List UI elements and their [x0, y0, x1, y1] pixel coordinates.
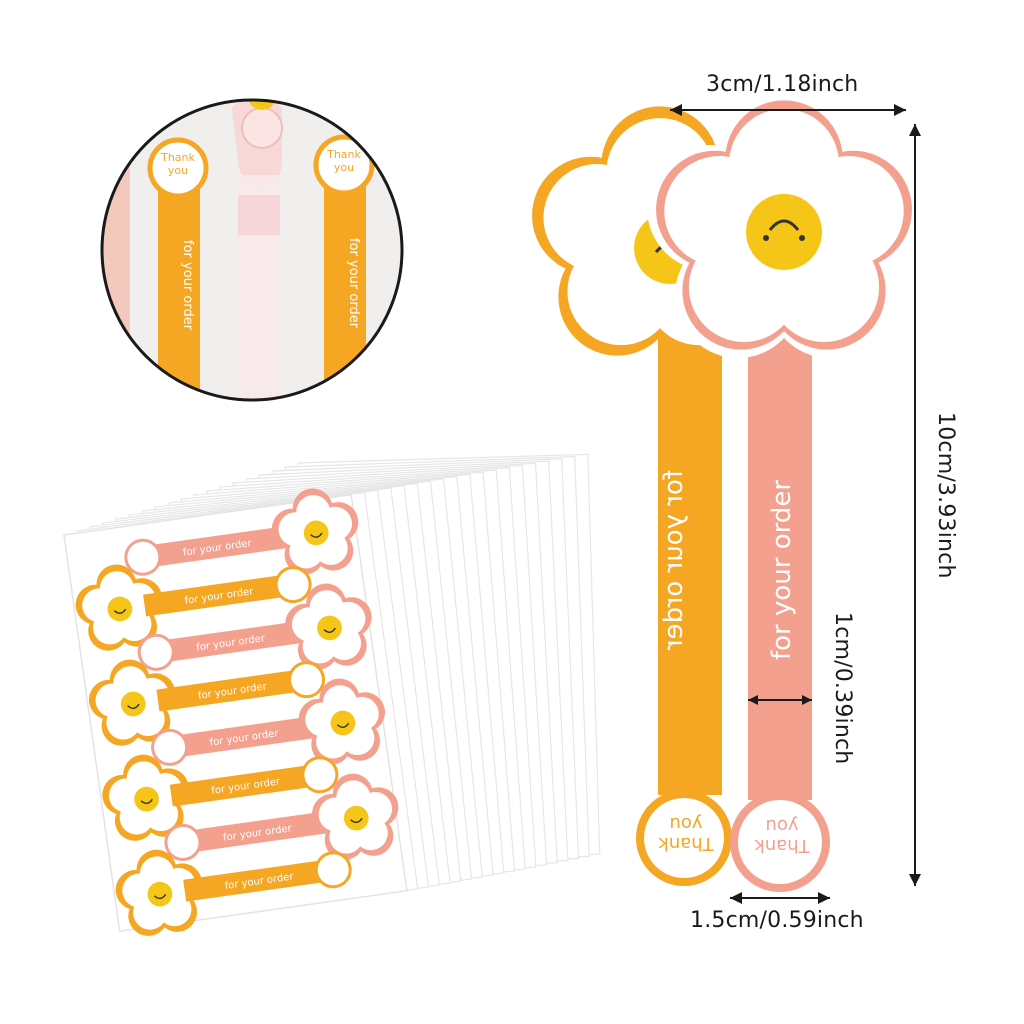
- pink-you-text: you: [765, 815, 798, 836]
- mini-strip: for your order: [143, 566, 312, 617]
- yellow-you-text: you: [669, 813, 702, 834]
- circle-diameter-label: 1.5cm/0.59inch: [690, 908, 864, 933]
- pink-sticker: Thank you for your order: [646, 91, 922, 892]
- closeup-left-thank: Thank: [160, 151, 195, 164]
- closeup-right-message: for your order: [346, 238, 361, 329]
- mini-strip: for your order: [169, 756, 339, 807]
- mini-flower: [266, 482, 365, 579]
- mini-strip: for your order: [164, 810, 334, 861]
- pink-smile-face: [746, 194, 822, 270]
- mini-strip: for your order: [137, 620, 307, 671]
- dimension-arrows: [670, 104, 921, 904]
- mini-flower: [307, 767, 405, 864]
- height-label: 10cm/3.93inch: [933, 412, 958, 579]
- closeup-left-message: for your order: [180, 240, 195, 331]
- pink-thank-text: Thank: [754, 835, 811, 856]
- closeup-strip-left: [147, 137, 209, 400]
- closeup-photo: Thank you Thank you for your order for y…: [100, 98, 404, 402]
- pink-message: for your order: [767, 480, 797, 660]
- mini-flower: [280, 577, 379, 674]
- mini-flower: [97, 748, 196, 845]
- large-stickers: Thank you for your order Thank you for y…: [532, 91, 922, 892]
- width-label: 3cm/1.18inch: [706, 72, 859, 97]
- mini-flower: [293, 672, 392, 769]
- closeup-right-you: you: [334, 161, 354, 174]
- closeup-left-you: you: [168, 164, 188, 177]
- mini-strip: for your order: [151, 715, 320, 766]
- pink-flower: [646, 91, 922, 358]
- mini-flower: [83, 653, 182, 750]
- mini-flower: [110, 843, 209, 940]
- closeup-border: [100, 98, 404, 402]
- yellow-message: for your order: [659, 470, 689, 650]
- strip-width-label: 1cm/0.39inch: [830, 612, 855, 765]
- closeup-right-thank: Thank: [326, 148, 361, 161]
- mini-strip: for your order: [156, 661, 325, 712]
- mini-strip: for your order: [124, 525, 293, 576]
- mini-flower: [70, 558, 169, 655]
- yellow-thank-text: Thank: [658, 833, 715, 854]
- mini-strip: for your order: [183, 851, 352, 902]
